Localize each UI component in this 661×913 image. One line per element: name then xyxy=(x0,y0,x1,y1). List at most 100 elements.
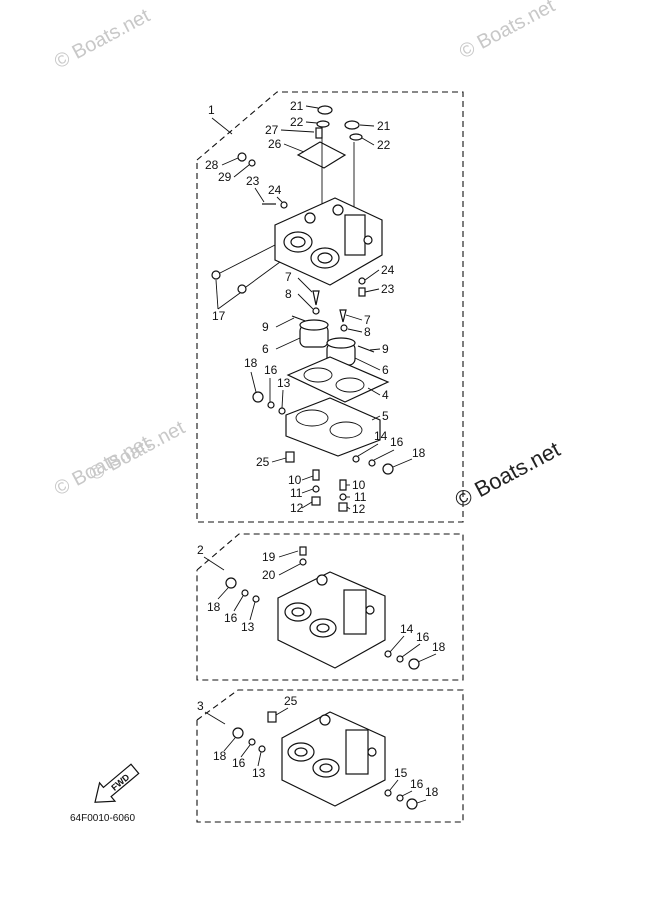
callout: 18 xyxy=(207,600,221,614)
callout: 26 xyxy=(268,137,282,151)
callout: 18 xyxy=(425,785,439,799)
callout: 28 xyxy=(205,158,219,172)
callout: 16 xyxy=(410,777,424,791)
gasket-4 xyxy=(286,356,390,403)
screw-18-right xyxy=(382,463,394,475)
callout: 18 xyxy=(244,356,258,370)
callout: 9 xyxy=(382,342,389,356)
callout: 7 xyxy=(364,313,371,327)
callout: 13 xyxy=(277,376,291,390)
callout: 27 xyxy=(265,123,279,137)
clip-8-left xyxy=(312,307,320,315)
callout: 13 xyxy=(241,620,255,634)
float-bowl-5 xyxy=(285,397,381,457)
washer-16-b2-right xyxy=(396,655,404,663)
spring-24-right xyxy=(358,277,366,285)
box-1-callouts: 21 22 27 26 21 22 28 29 23 24 17 7 8 9 6… xyxy=(205,99,426,516)
callout: 8 xyxy=(364,325,371,339)
callout: 8 xyxy=(285,287,292,301)
washer-11-left xyxy=(312,485,320,493)
screw-19 xyxy=(299,546,307,556)
callout: 14 xyxy=(374,429,388,443)
callout: 12 xyxy=(352,502,366,516)
washer-16-b2-left xyxy=(241,589,249,597)
carburetor-body-1 xyxy=(274,197,383,286)
spring-14-b2-right xyxy=(384,650,392,658)
callout: 21 xyxy=(377,119,391,133)
box-2-callouts: 19 20 18 16 13 14 16 18 xyxy=(207,550,446,654)
needle-7-left xyxy=(312,290,320,306)
washer-16-b3-left xyxy=(248,738,256,746)
callout: 22 xyxy=(290,115,304,129)
callout: 6 xyxy=(382,363,389,377)
washer-22-left xyxy=(316,120,330,128)
diagram-code: 64F0010-6060 xyxy=(70,813,136,824)
screw-18-left xyxy=(252,391,264,403)
spring-20 xyxy=(299,558,307,566)
spring-13-b3-left xyxy=(258,745,266,753)
spring-14-right xyxy=(352,455,360,463)
callout: 10 xyxy=(352,478,366,492)
screw-28 xyxy=(237,152,247,162)
box-1-leaders xyxy=(215,105,413,510)
cap-21-right xyxy=(344,120,360,130)
box-1-label: 1 xyxy=(208,103,215,117)
plug-12-left xyxy=(311,496,321,506)
float-6-left xyxy=(299,319,329,348)
callout: 17 xyxy=(212,309,226,323)
callout: 29 xyxy=(218,170,232,184)
callout: 23 xyxy=(381,282,395,296)
callout: 12 xyxy=(290,501,304,515)
cap-21-left xyxy=(317,105,333,115)
box-2-label: 2 xyxy=(197,543,204,557)
screw-18-b2-left xyxy=(225,577,237,589)
needle-7-right xyxy=(339,309,347,323)
callout: 18 xyxy=(432,640,446,654)
box-3-callouts: 25 18 16 13 15 16 18 xyxy=(213,694,439,799)
callout: 24 xyxy=(268,183,282,197)
callout: 21 xyxy=(290,99,304,113)
spring-15-b3-right xyxy=(384,789,392,797)
callout: 16 xyxy=(390,435,404,449)
box-2-leaders xyxy=(217,550,437,663)
callout: 20 xyxy=(262,568,276,582)
box-3-label: 3 xyxy=(197,699,204,713)
washer-16-b3-right xyxy=(396,794,404,802)
callout: 7 xyxy=(285,270,292,284)
box-2-outline xyxy=(196,533,464,681)
screw-18-b3-right xyxy=(406,798,418,810)
callout: 16 xyxy=(232,756,246,770)
callout: 16 xyxy=(416,630,430,644)
callout: 25 xyxy=(284,694,298,708)
callout: 16 xyxy=(264,363,278,377)
carburetor-body-2 xyxy=(277,571,386,669)
callout: 13 xyxy=(252,766,266,780)
spring-24-upper xyxy=(280,201,288,209)
callout: 6 xyxy=(262,342,269,356)
jet-10-right xyxy=(339,479,347,491)
screw-27 xyxy=(315,127,323,139)
spring-13-left xyxy=(278,407,286,415)
callout: 23 xyxy=(246,174,260,188)
screw-17-lower xyxy=(237,284,247,294)
screw-18-b3-left xyxy=(232,727,244,739)
callout: 9 xyxy=(262,320,269,334)
carburetor-body-3 xyxy=(281,711,386,807)
washer-11-right xyxy=(339,493,347,501)
screw-23-right xyxy=(358,287,366,297)
screw-17-upper xyxy=(211,270,221,280)
washer-16-right xyxy=(368,459,376,467)
fwd-arrow-icon: FWD xyxy=(94,763,140,803)
callout: 5 xyxy=(382,409,389,423)
callout: 10 xyxy=(288,473,302,487)
washer-16-left xyxy=(267,401,275,409)
callout: 24 xyxy=(381,263,395,277)
callout: 11 xyxy=(354,490,367,504)
pin-9-right xyxy=(357,345,375,353)
callout: 18 xyxy=(412,446,426,460)
callout: 14 xyxy=(400,622,414,636)
plug-12-right xyxy=(338,502,348,512)
washer-29 xyxy=(248,159,256,167)
box-3-outline xyxy=(196,689,464,823)
screw-25-b3 xyxy=(267,711,277,723)
